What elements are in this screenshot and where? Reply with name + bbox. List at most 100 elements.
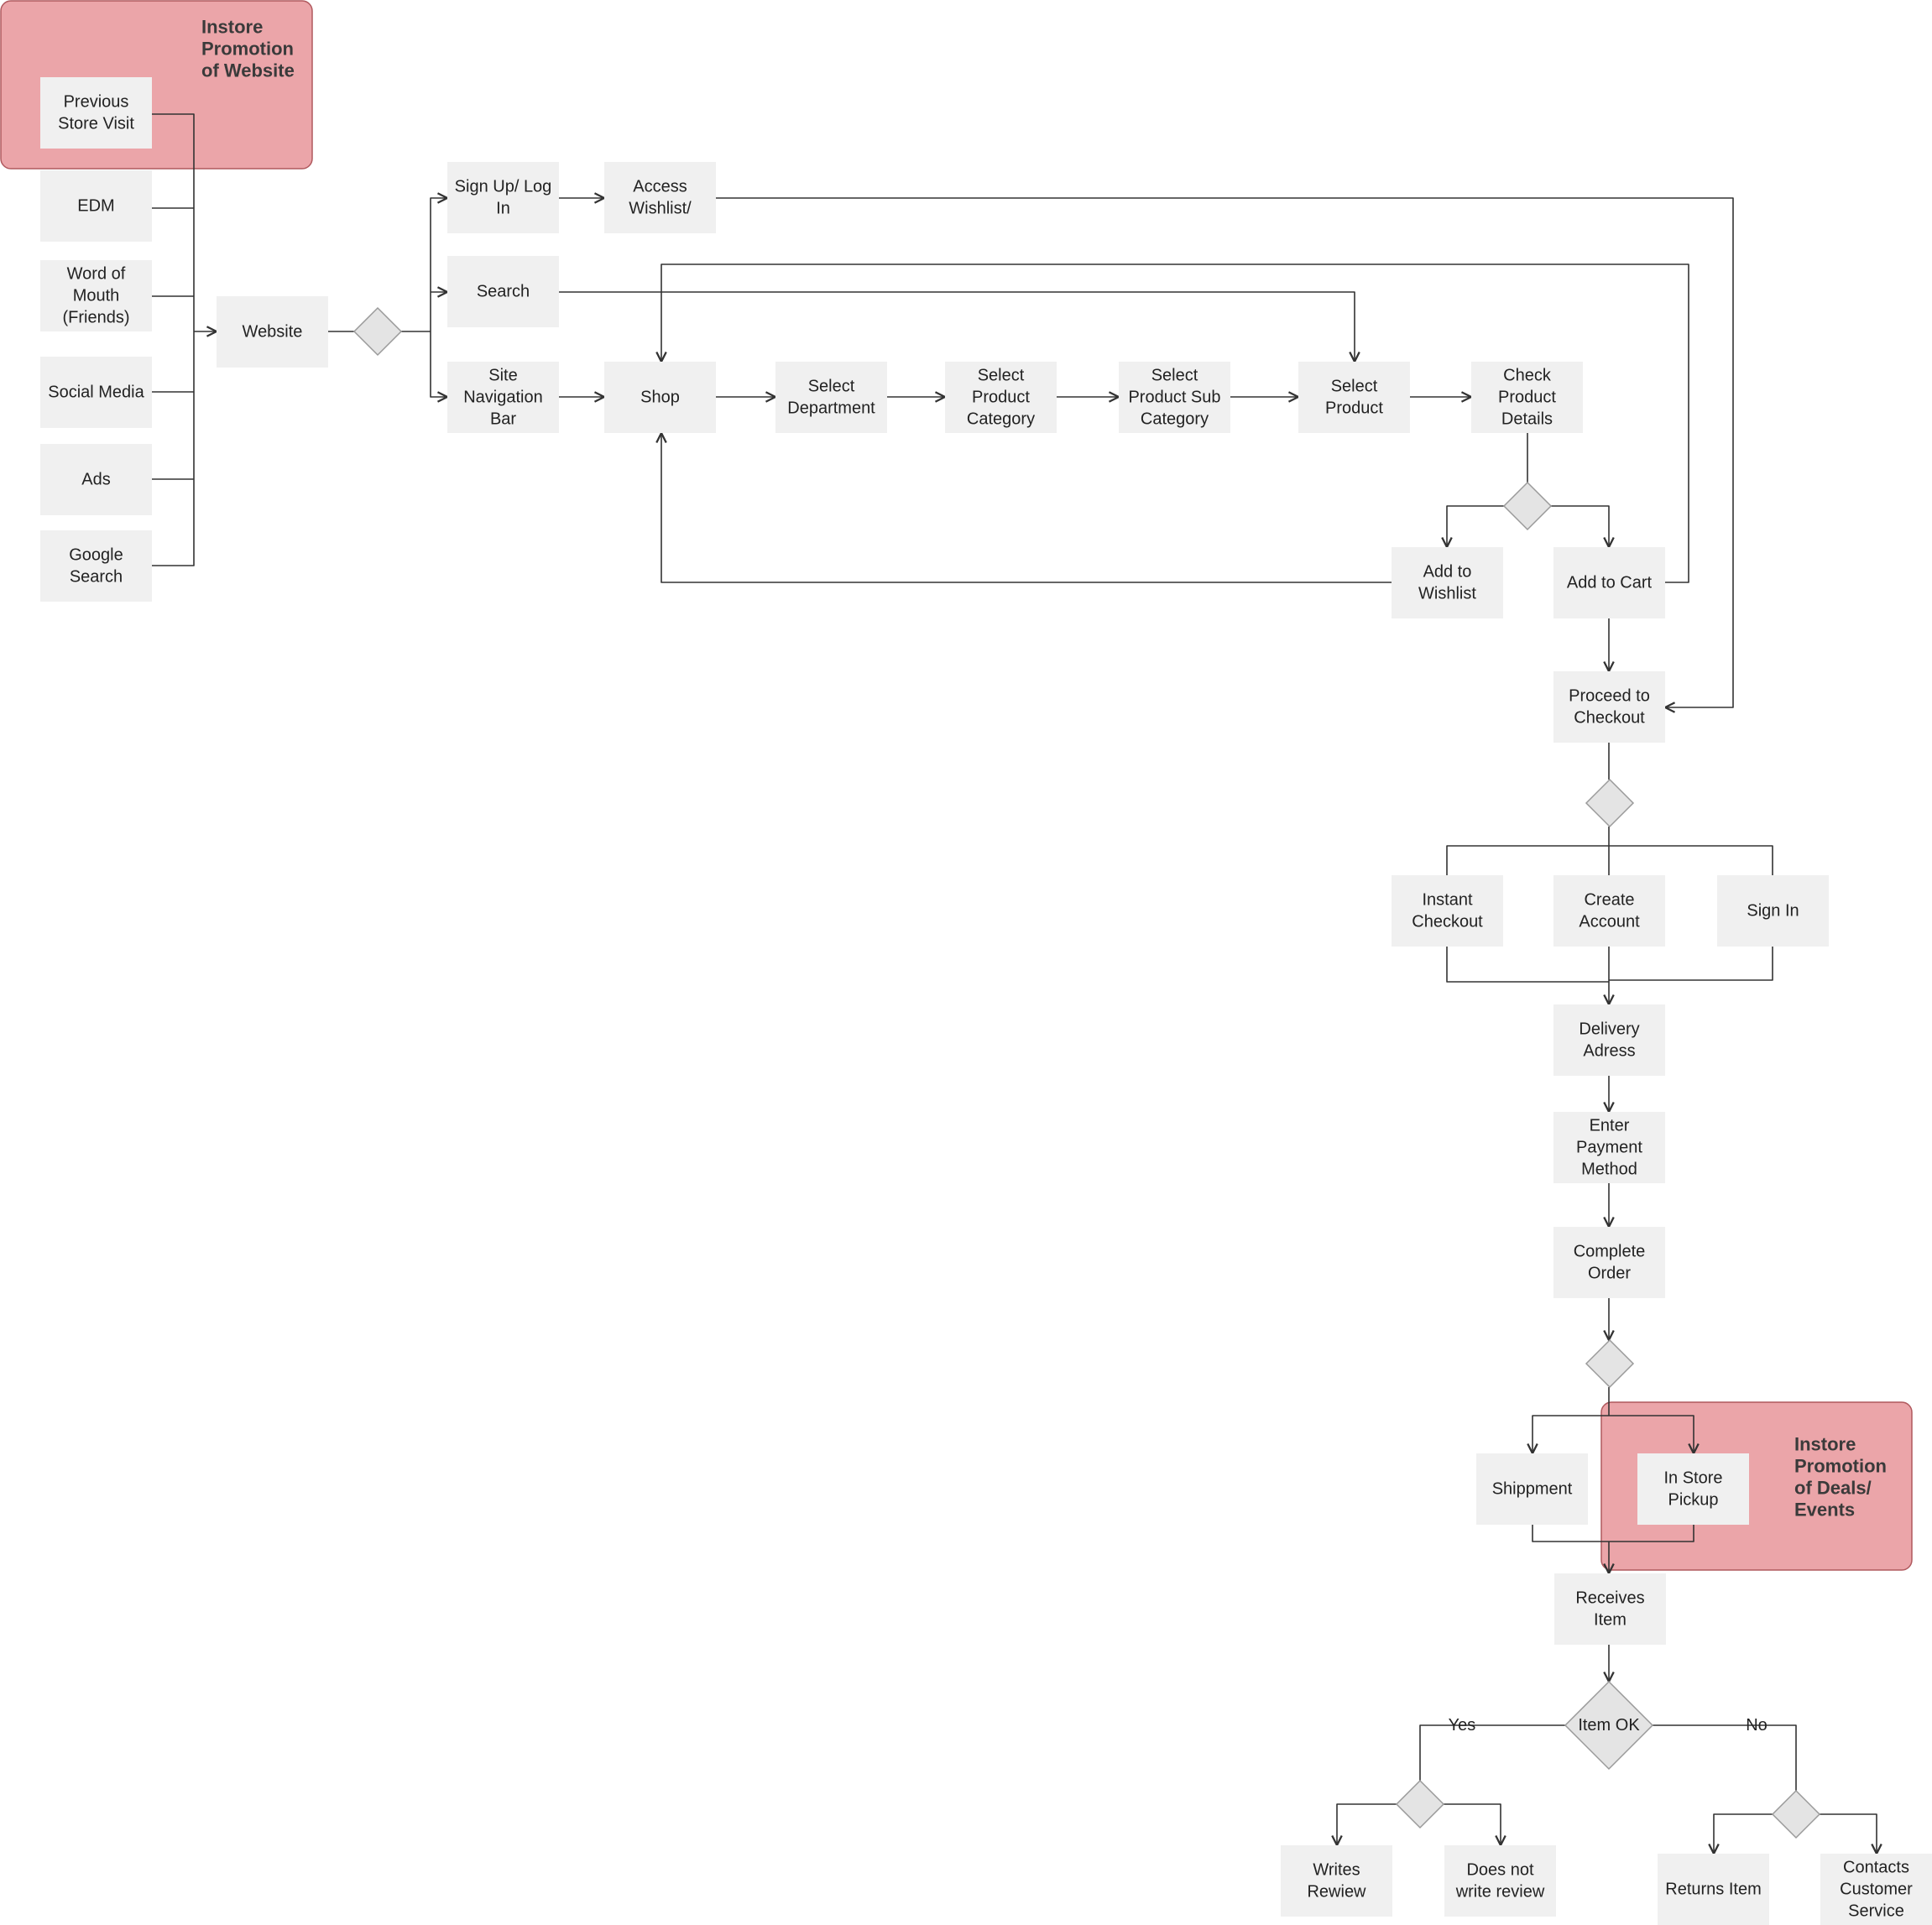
node-label-line-2: Mouth (73, 287, 120, 305)
node-box (40, 77, 152, 149)
decision-yes (1395, 1779, 1445, 1829)
node-box (945, 362, 1057, 433)
decision-website (352, 306, 403, 357)
node-label-line-2: Checkout (1574, 709, 1645, 728)
node-label-line-2: Wishlist (1418, 585, 1476, 603)
node-label-line-2: Store Visit (58, 115, 134, 133)
node-label-line-1: Search (477, 283, 530, 301)
edge-to-shipment (1533, 1415, 1609, 1453)
node-label-line-1: Add to (1423, 563, 1472, 582)
node-label-line-1: Social Media (48, 383, 144, 402)
edge-decision-to-wishlist (1447, 505, 1504, 547)
edge-shipment-merge (1532, 1525, 1609, 1542)
edge-no-to-contacts (1820, 1813, 1877, 1854)
node-label-line-2: Search (70, 568, 123, 587)
node-shop: Shop (604, 362, 716, 433)
edge-signin-merge (1609, 947, 1773, 981)
edge-wishlist-back-to-shop (661, 433, 1392, 583)
node-label-line-1: EDM (77, 197, 114, 216)
node-label-line-1: Select (1331, 378, 1378, 396)
decision-fulfilment (1585, 1338, 1635, 1389)
node-label-line-1: Proceed to (1569, 687, 1650, 706)
node-ads: Ads (40, 444, 152, 515)
node-website: Website (217, 296, 328, 368)
node-box (1471, 362, 1583, 433)
node-label-line-1: Add to Cart (1567, 574, 1653, 592)
node-box (604, 162, 716, 233)
decision-shape (1564, 1680, 1654, 1771)
node-label-line-1: Website (243, 323, 303, 342)
node-label-line-1: Instant (1422, 891, 1472, 910)
node-label-line-1: Delivery (1579, 1020, 1639, 1039)
node-label-line-2: Product (972, 389, 1030, 407)
node-label-line-1: Site (488, 367, 517, 385)
node-social: Social Media (40, 357, 152, 428)
edge-branch-to-signup (430, 198, 447, 331)
edge-cart-loop-to-shop (661, 263, 1689, 583)
edge-pickup-merge (1609, 1525, 1694, 1542)
node-label-line-1: Select (978, 367, 1025, 385)
node-label-line-3: Category (1141, 410, 1209, 429)
decision-product (1502, 481, 1553, 531)
node-box (1553, 671, 1665, 743)
node-label-line-2: Item (1594, 1611, 1627, 1630)
node-label-line-2: Product Sub (1128, 389, 1220, 407)
node-label-line-2: Product (1498, 389, 1556, 407)
node-search: Search (447, 256, 559, 327)
edge-label-yes: Yes (1449, 1716, 1476, 1735)
node-box (1298, 362, 1410, 433)
node-box (1281, 1845, 1392, 1917)
node-box (447, 362, 559, 433)
node-label-line-1: Returns Item (1665, 1881, 1761, 1899)
edge-no-to-returns (1714, 1813, 1773, 1854)
region-title-line-3: of Website (201, 60, 295, 81)
decision-item-ok-label: Item OK (1578, 1716, 1640, 1735)
node-box (1392, 547, 1503, 618)
node-label-line-1: Receives (1575, 1589, 1644, 1608)
node-label-line-1: Shop (640, 389, 680, 407)
node-label-line-2: write review (1455, 1883, 1545, 1902)
connectors-layer (152, 113, 1877, 1854)
region-title-line-1: Instore (201, 17, 263, 38)
node-label-line-1: Ads (81, 471, 110, 489)
node-box (40, 170, 152, 242)
node-box (775, 362, 887, 433)
node-label-line-1: Contacts (1843, 1859, 1909, 1877)
node-box (1553, 1004, 1665, 1076)
region-title-line-2: Promotion (1794, 1456, 1887, 1477)
node-box (1820, 1854, 1932, 1925)
node-box (1476, 1453, 1588, 1525)
node-box (1392, 875, 1503, 947)
edge-yes-to-noreview (1444, 1803, 1501, 1845)
node-label-line-2: Payment (1576, 1139, 1642, 1157)
decision-checkout (1585, 778, 1635, 828)
node-box (217, 296, 328, 368)
node-box (1658, 1854, 1769, 1925)
node-label-line-2: Adress (1583, 1042, 1635, 1061)
node-returns: Returns Item (1658, 1854, 1769, 1925)
region-title-line-3: of Deals/ (1794, 1478, 1872, 1499)
node-label-line-2: Department (787, 399, 875, 418)
node-box (1717, 875, 1829, 947)
node-box (40, 260, 152, 331)
node-label-line-1: Sign Up/ Log (455, 178, 552, 196)
node-label-line-1: Shippment (1492, 1480, 1573, 1499)
edge-previous-store-to-bus (152, 113, 195, 566)
node-checkout: Proceed to Checkout (1553, 671, 1665, 743)
node-label-line-1: Enter (1590, 1117, 1630, 1135)
edge-item-ok-yes (1419, 1724, 1565, 1781)
edge-branch-to-sitenav (430, 331, 447, 397)
node-label-line-2: Navigation (463, 389, 543, 407)
node-label-line-1: Previous (64, 93, 129, 112)
